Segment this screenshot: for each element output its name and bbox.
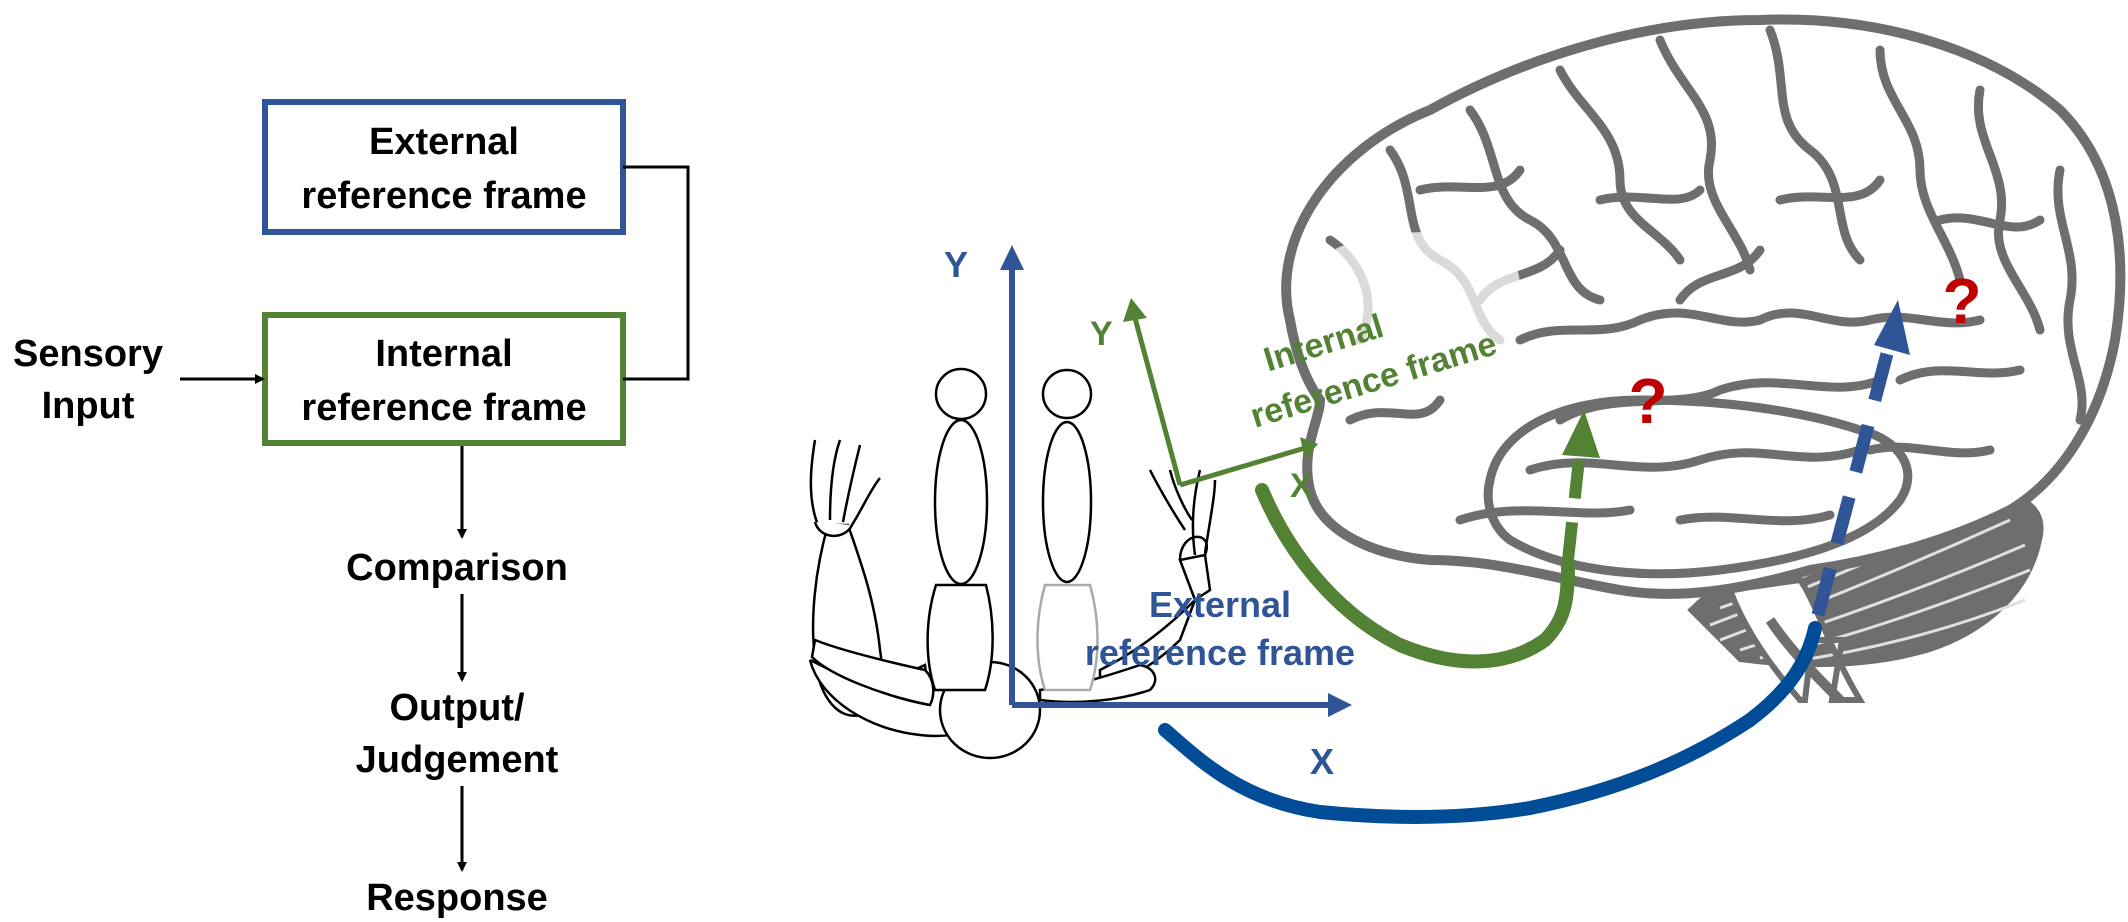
external-reference-frame-box: External reference frame [262,99,626,235]
external-x-label: X [1310,741,1334,782]
internal-axes: Y X [1090,298,1318,505]
external-pathway-arrowhead [1874,300,1910,355]
internal-x-label: X [1290,467,1313,505]
external-pathway [1158,300,1910,824]
external-axes: Y X [944,244,1352,782]
question-mark-parietal: ? [1942,265,1981,337]
external-frame-label-line2: reference frame [1085,632,1355,673]
frontal-faded-region [1300,232,1521,388]
brain-sulci [1325,25,2087,526]
flowchart: External reference frame Internal refere… [13,99,690,919]
brain-illustration [1281,14,2126,704]
external-x-arrowhead [1328,693,1352,717]
output-step-line1: Output/ [389,687,525,729]
internal-y-label: Y [1090,315,1113,353]
sensory-input-line1: Sensory [13,333,163,375]
internal-reference-frame-box: Internal reference frame [262,312,626,446]
external-y-arrowhead [1000,245,1024,270]
internal-pathway-dashed [1562,449,1586,561]
internal-box-line1: Internal [375,333,512,375]
external-box-line1: External [369,121,519,163]
internal-pathway-solid [1255,483,1575,669]
external-frame-label-line1: External [1149,584,1291,625]
internal-pathway [1255,410,1600,669]
external-y-label: Y [944,244,968,285]
internal-box-line2: reference frame [301,387,586,429]
external-pathway-dashed [1811,348,1895,617]
external-pathway-solid [1158,621,1822,824]
temporal-lobe [1483,395,1913,579]
internal-x-axis [1179,445,1306,488]
internal-y-axis [1132,317,1183,486]
output-step-line2: Judgement [356,739,559,781]
internal-pathway-arrowhead [1562,410,1600,458]
comparison-step: Comparison [346,547,568,589]
response-step: Response [366,877,548,919]
sensory-input-line2: Input [42,385,135,427]
internal-x-arrowhead [1300,437,1318,459]
internal-y-arrowhead [1123,298,1147,322]
external-box-line2: reference frame [301,175,586,217]
box-connector-line [623,165,690,381]
question-mark-temporal: ? [1628,365,1667,437]
